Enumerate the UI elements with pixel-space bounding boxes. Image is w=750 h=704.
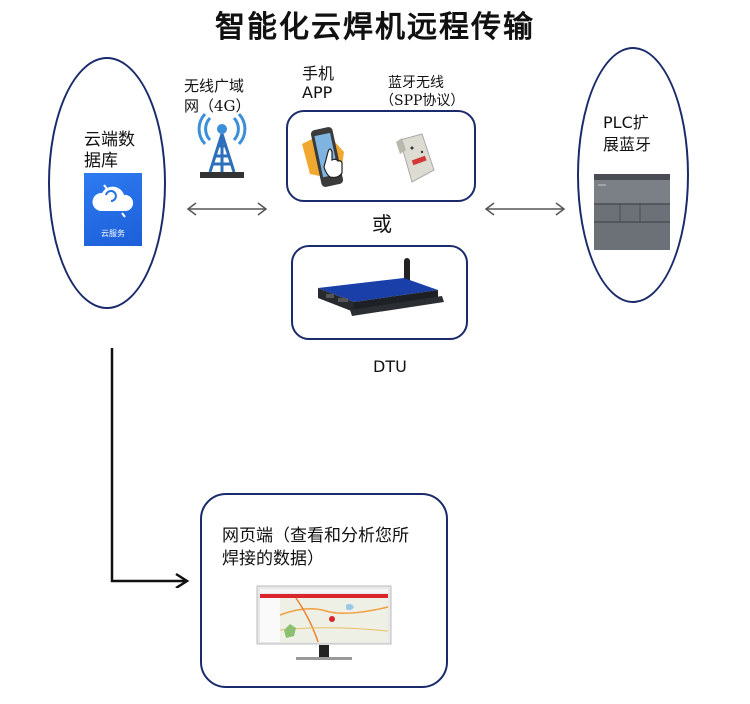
cloud-to-web-connector	[110, 348, 190, 588]
web-portal-label-line1: 网页端（查看和分析您所	[222, 526, 409, 546]
or-label: 或	[372, 212, 392, 236]
phone-app-label-line1: 手机	[302, 64, 335, 83]
cloud-database-node	[48, 57, 166, 309]
diagram-title: 智能化云焊机远程传输	[215, 10, 535, 45]
plc-label-line1: PLC扩	[603, 113, 649, 132]
cloud-database-label-line1: 云端数	[84, 130, 135, 150]
cloud-database-label: 云端数 据库	[84, 130, 135, 172]
cell-tower-icon	[197, 112, 247, 178]
wan-label-line2: 网（4G）	[184, 97, 251, 115]
phone-app-label-line2: APP	[302, 83, 333, 102]
cloud-app-caption: 云服务	[101, 229, 125, 238]
bluetooth-label-line2: （SPP协议）	[380, 93, 465, 109]
plc-label-line2: 展蓝牙	[603, 135, 652, 154]
bidirectional-arrow-right	[484, 202, 566, 216]
cloud-icon	[92, 184, 134, 218]
web-portal-label: 网页端（查看和分析您所 焊接的数据）	[222, 525, 409, 571]
monitor-map-icon	[256, 585, 392, 660]
web-portal-label-line2: 焊接的数据）	[222, 549, 324, 569]
plc-module-icon	[594, 174, 670, 250]
bluetooth-label-line1: 蓝牙无线	[388, 75, 444, 91]
bluetooth-label: 蓝牙无线 （SPP协议）	[380, 74, 464, 110]
bidirectional-arrow-left	[186, 202, 268, 216]
dtu-router-icon	[318, 258, 444, 316]
phone-app-label: 手机 APP	[302, 64, 334, 102]
dtu-label: DTU	[373, 357, 407, 376]
plc-node	[577, 47, 689, 303]
plc-label: PLC扩 展蓝牙	[603, 112, 651, 156]
cloud-app-tile: 云服务	[84, 173, 142, 246]
wan-label: 无线广域 网（4G）	[184, 76, 251, 116]
bluetooth-adapter-icon	[396, 133, 435, 183]
smartphone-touch-icon	[302, 127, 344, 187]
cloud-database-label-line2: 据库	[84, 151, 118, 171]
wan-label-line1: 无线广域	[184, 77, 245, 95]
